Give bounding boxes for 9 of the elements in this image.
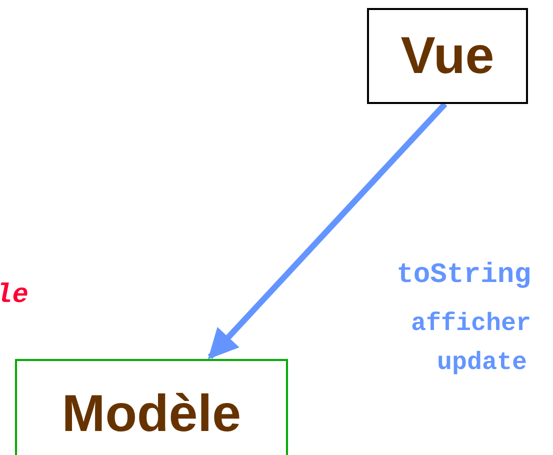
- class-box: [367, 8, 528, 104]
- cut-off-label: le: [0, 283, 28, 310]
- class-name: Modèle: [62, 384, 242, 444]
- method-name: afficher: [410, 311, 531, 336]
- method-name: update: [436, 350, 527, 375]
- method-name: toString: [396, 262, 531, 290]
- class-box: [15, 359, 288, 455]
- class-name: Vue: [400, 26, 494, 86]
- arrow: [208, 102, 448, 360]
